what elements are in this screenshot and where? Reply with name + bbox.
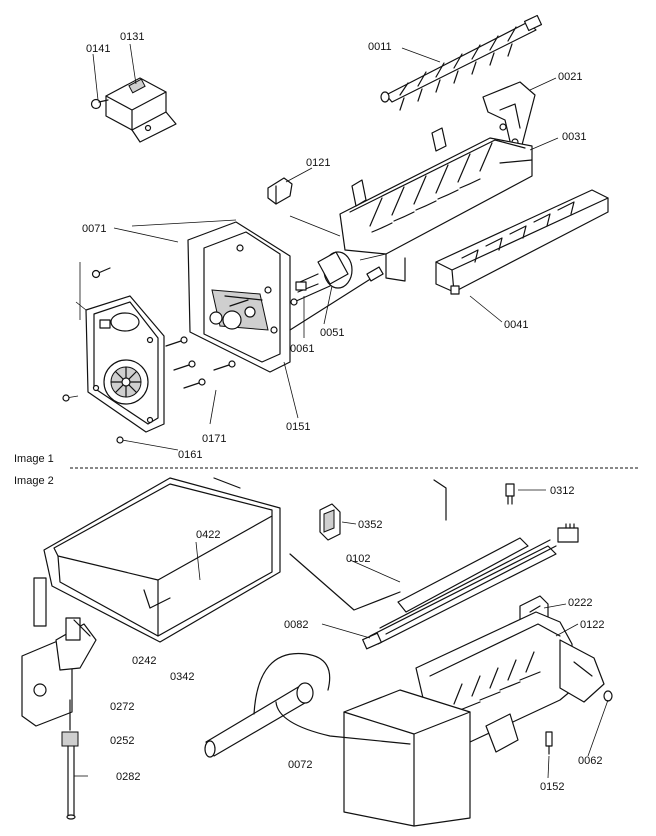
- label-0041: 0041: [504, 319, 528, 331]
- harness-0082: [362, 523, 579, 650]
- ejector-blade-0011: [380, 14, 543, 111]
- label-0071: 0071: [82, 223, 106, 235]
- ice-bin-0242: [43, 477, 281, 643]
- label-0161: 0161: [178, 449, 202, 461]
- clip-0121: [267, 177, 293, 205]
- label-0342: 0342: [170, 671, 194, 683]
- stripper-0041: [435, 189, 609, 295]
- label-0121: 0121: [306, 157, 330, 169]
- label-0141: 0141: [86, 43, 110, 55]
- control-housing-0071: [187, 221, 291, 373]
- label-0102: 0102: [346, 553, 370, 565]
- switch-cover-0131: [105, 77, 177, 143]
- label-0082: 0082: [284, 619, 308, 631]
- tube-0282: [66, 745, 76, 820]
- label-0282: 0282: [116, 771, 140, 783]
- label-0272: 0272: [110, 701, 134, 713]
- label-0151: 0151: [286, 421, 310, 433]
- leader-lines-image-2: [74, 489, 609, 779]
- frame-guide-lines: [75, 219, 237, 320]
- mounting-screws: [91, 267, 236, 389]
- thermostat-0051: [295, 251, 353, 293]
- cover-plate-0171: [85, 295, 165, 433]
- label-0072: 0072: [288, 759, 312, 771]
- label-0171: 0171: [202, 433, 226, 445]
- label-0131: 0131: [120, 31, 144, 43]
- label-0051: 0051: [320, 327, 344, 339]
- screw-0062: [603, 690, 613, 702]
- label-0352: 0352: [358, 519, 382, 531]
- section-label-image-1: Image 1: [14, 453, 54, 465]
- fill-tube-0342: [204, 652, 411, 758]
- section-label-image-2: Image 2: [14, 475, 54, 487]
- label-0312: 0312: [550, 485, 574, 497]
- label-0122: 0122: [580, 619, 604, 631]
- label-0031: 0031: [562, 131, 586, 143]
- label-0062: 0062: [578, 755, 602, 767]
- screw-0141: [90, 98, 109, 110]
- label-0242: 0242: [132, 655, 156, 667]
- heater-pin-0061: [290, 285, 331, 306]
- pin-0152: [545, 731, 553, 755]
- leader-lines-image-1: [62, 43, 559, 451]
- label-0021: 0021: [558, 71, 582, 83]
- fitting-0252: [61, 731, 79, 747]
- label-0222: 0222: [568, 597, 592, 609]
- label-0011: 0011: [368, 41, 392, 53]
- ice-mold-0031: [339, 127, 533, 282]
- wire-0102: [289, 479, 447, 611]
- front-cover-0072: [343, 689, 471, 827]
- clip-0352: [319, 503, 341, 541]
- label-0061: 0061: [290, 343, 314, 355]
- label-0422: 0422: [196, 529, 220, 541]
- screw-0312: [505, 483, 515, 505]
- label-0152: 0152: [540, 781, 564, 793]
- label-0252: 0252: [110, 735, 134, 747]
- water-valve-0272: [21, 577, 97, 731]
